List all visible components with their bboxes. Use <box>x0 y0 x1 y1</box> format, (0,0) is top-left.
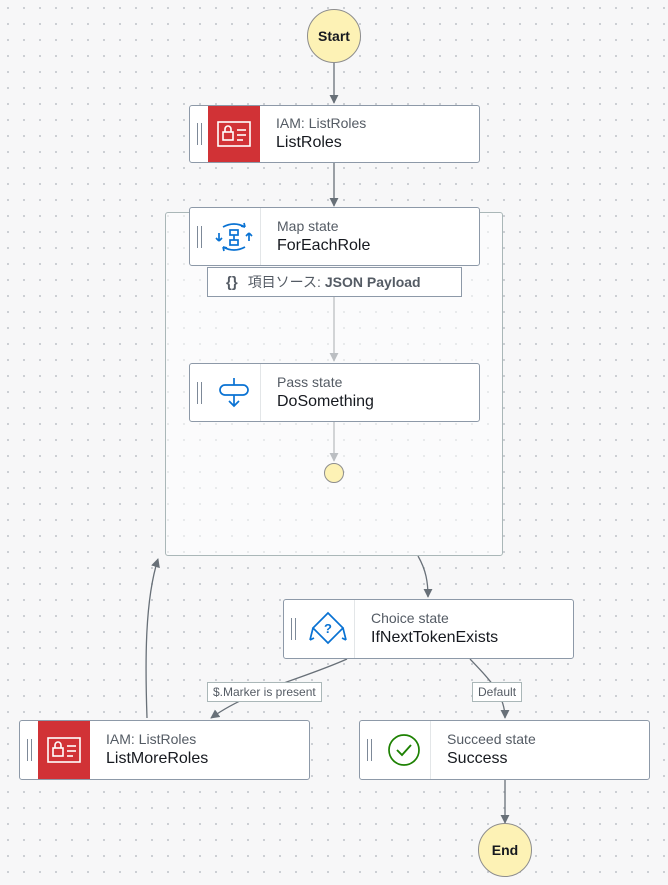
iam-id-card-icon <box>38 721 90 779</box>
edge-map-choice <box>417 555 433 598</box>
map-state-icon <box>208 208 261 265</box>
state-name: Success <box>447 750 508 767</box>
item-source-bar[interactable]: {} 項目ソース: JSON Payload <box>207 267 462 297</box>
braces-icon: {} <box>226 273 238 291</box>
drag-handle[interactable] <box>360 721 378 779</box>
svg-text:?: ? <box>324 621 332 636</box>
state-type: Map state <box>277 217 339 234</box>
state-type: Succeed state <box>447 731 536 747</box>
state-name: ListRoles <box>276 134 342 151</box>
state-success[interactable]: Succeed state Success <box>359 720 650 780</box>
state-type: Choice state <box>371 610 449 626</box>
start-node[interactable]: Start <box>307 9 361 63</box>
state-type: IAM: ListRoles <box>276 115 367 131</box>
edge-listmoreroles-map <box>145 558 160 719</box>
state-name: IfNextTokenExists <box>371 629 499 646</box>
state-name: DoSomething <box>277 392 374 410</box>
start-label: Start <box>318 28 350 44</box>
item-source-value: JSON Payload <box>324 274 421 290</box>
end-node[interactable]: End <box>478 823 532 877</box>
end-label: End <box>491 842 519 858</box>
state-type: IAM: ListRoles <box>106 731 197 747</box>
state-type: Pass state <box>277 373 343 390</box>
state-for-each-role[interactable]: Map state ForEachRole <box>189 207 480 266</box>
item-source-prefix: 項目ソース: <box>247 274 321 290</box>
state-list-roles[interactable]: IAM: ListRoles ListRoles <box>189 105 480 163</box>
choice-state-icon: ? <box>302 600 355 658</box>
iam-id-card-icon <box>208 106 260 162</box>
check-circle-icon <box>378 721 431 779</box>
drag-handle[interactable] <box>20 721 38 779</box>
drag-handle[interactable] <box>190 364 208 421</box>
state-name: ListMoreRoles <box>106 750 209 767</box>
state-if-next-token-exists[interactable]: ? Choice state IfNextTokenExists <box>283 599 574 659</box>
state-name: ForEachRole <box>277 236 371 254</box>
state-do-something[interactable]: Pass state DoSomething <box>189 363 480 422</box>
edge-label-default: Default <box>472 682 523 702</box>
map-iteration-end-node <box>324 463 344 483</box>
edge-label-marker-present: $.Marker is present <box>207 682 322 702</box>
pass-state-icon <box>208 364 261 421</box>
state-list-more-roles[interactable]: IAM: ListRoles ListMoreRoles <box>19 720 310 780</box>
drag-handle[interactable] <box>190 208 208 265</box>
drag-handle[interactable] <box>190 106 208 162</box>
drag-handle[interactable] <box>284 600 302 658</box>
